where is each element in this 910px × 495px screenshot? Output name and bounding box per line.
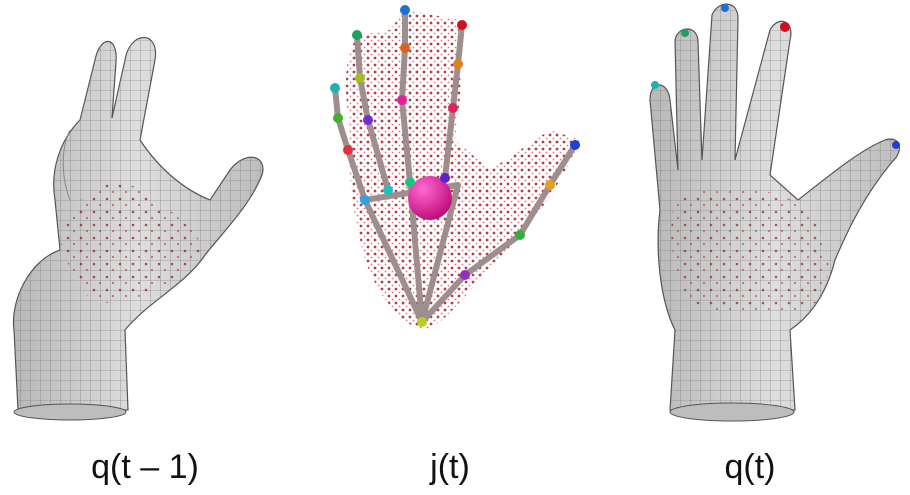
joint-skeleton-panel: [310, 0, 600, 440]
hand-mesh-previous: [13, 38, 262, 421]
caption-current-pose: q(t): [690, 448, 810, 487]
caption-joints: j(t): [390, 448, 510, 487]
joint-skeleton-figure: [310, 0, 600, 440]
hand-mesh-current-panel: [630, 0, 910, 440]
hand-mesh-current-figure: [630, 0, 910, 440]
caption-previous-pose: q(t – 1): [60, 448, 230, 487]
hand-mesh-previous-figure: [0, 0, 290, 440]
hand-mesh-current: [650, 4, 900, 421]
hand-mesh-previous-panel: [0, 0, 290, 440]
